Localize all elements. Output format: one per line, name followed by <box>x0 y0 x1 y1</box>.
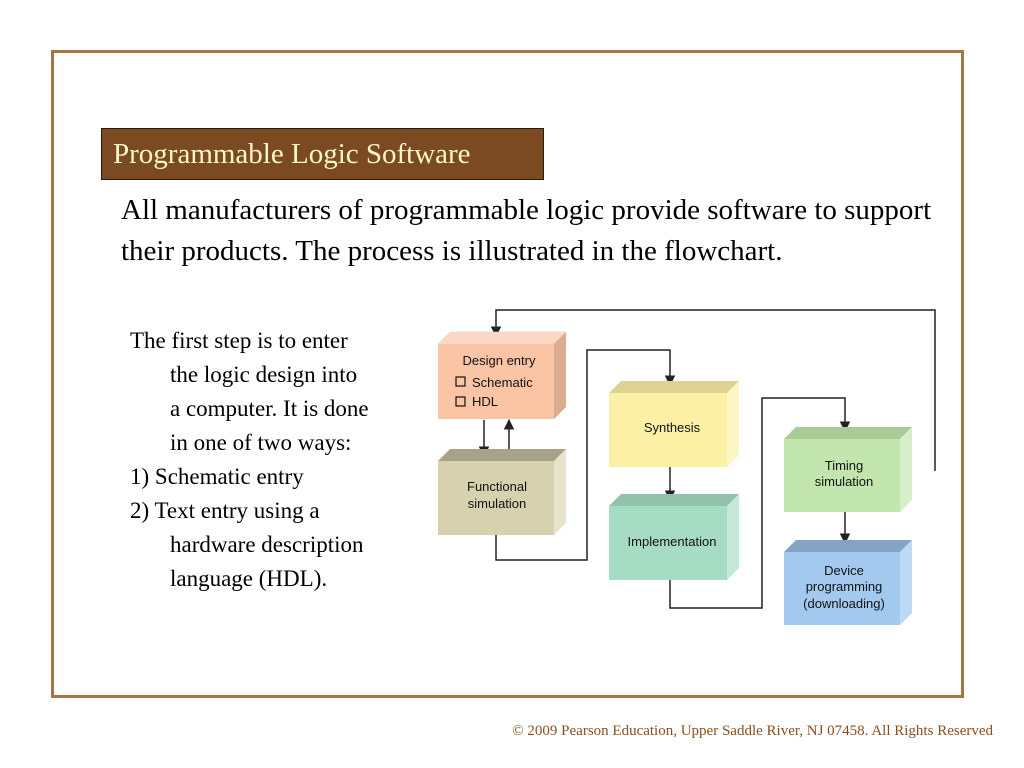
steps-line: a computer. It is done <box>170 396 369 421</box>
checkbox-icon <box>455 376 466 387</box>
feedback-arrow <box>490 309 936 471</box>
synthesis-box: Synthesis <box>609 381 739 467</box>
checkbox-icon <box>455 396 466 407</box>
functional-simulation-label: simulation <box>468 496 527 511</box>
implementation-to-timing-arrow <box>669 397 851 609</box>
design-entry-title: Design entry <box>463 353 536 368</box>
steps-line: hardware description <box>170 532 364 557</box>
intro-paragraph: All manufacturers of programmable logic … <box>121 194 932 267</box>
timing-simulation-box: Timing simulation <box>784 427 912 512</box>
steps-text: The first step is to enter the logic des… <box>130 324 430 596</box>
steps-line: The first step is to enter <box>130 328 348 353</box>
steps-line: language (HDL). <box>170 566 328 591</box>
design-entry-option: HDL <box>472 394 498 409</box>
copyright-notice: © 2009 Pearson Education, Upper Saddle R… <box>512 723 993 739</box>
functional-to-synthesis-arrow <box>495 349 676 561</box>
steps-line: in one of two ways: <box>170 430 352 455</box>
timing-simulation-label: simulation <box>815 474 874 489</box>
device-programming-label: Device <box>824 563 864 578</box>
functional-simulation-box: Functional simulation <box>438 449 566 535</box>
design-entry-box: Design entry Schematic HDL <box>437 331 567 419</box>
slide-frame <box>51 50 964 698</box>
timing-simulation-label: Timing <box>825 458 864 473</box>
device-programming-box: Device programming (downloading) <box>784 540 912 625</box>
implementation-box: Implementation <box>609 494 739 580</box>
synthesis-label: Synthesis <box>644 420 701 435</box>
steps-line: 1) Schematic entry <box>130 464 304 489</box>
steps-line: the logic design into <box>170 362 358 387</box>
slide-title: Programmable Logic Software <box>101 128 544 180</box>
design-entry-option: Schematic <box>472 375 533 390</box>
functional-simulation-label: Functional <box>467 479 527 494</box>
device-programming-label: programming <box>806 579 883 594</box>
implementation-label: Implementation <box>628 534 717 549</box>
steps-line: 2) Text entry using a <box>130 498 320 523</box>
device-programming-label: (downloading) <box>803 596 885 611</box>
